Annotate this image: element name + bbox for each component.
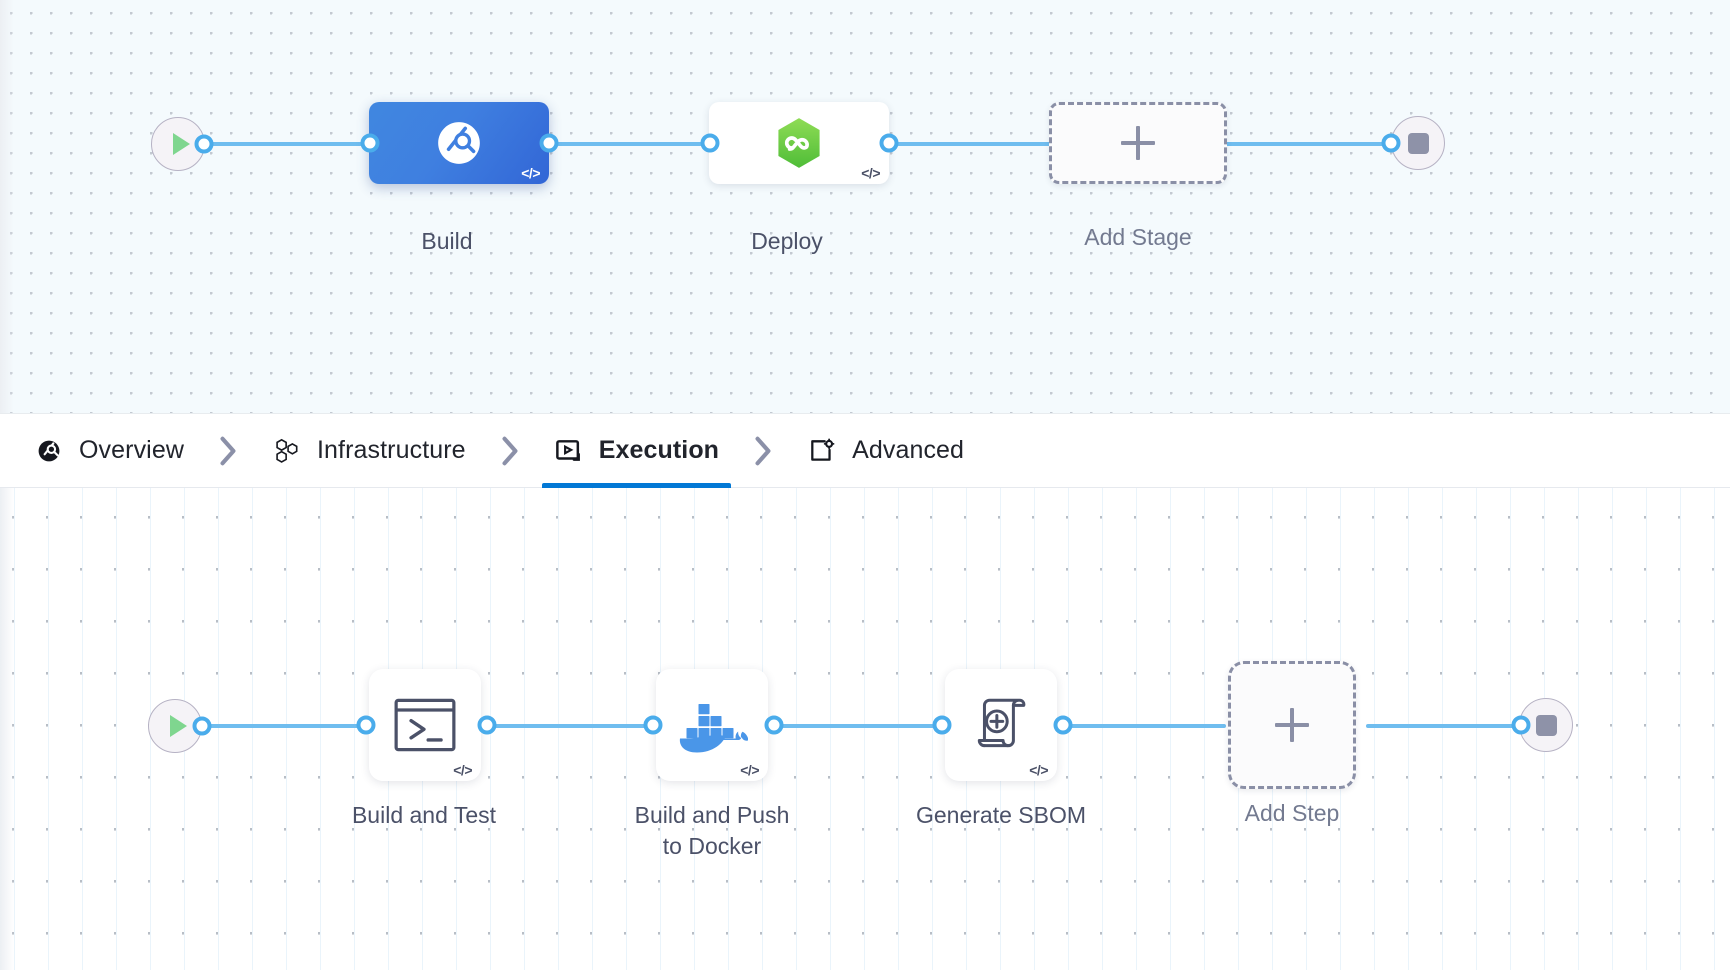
step-connector-3-add [1046, 724, 1226, 728]
step-graph-canvas[interactable]: </> Build and Test </> Bu [0, 488, 1730, 970]
stage-port-deploy-out[interactable] [879, 133, 899, 153]
chevron-right-icon [472, 436, 548, 466]
step-port-2-out[interactable] [764, 715, 784, 735]
stage-node-build[interactable]: </> [369, 102, 549, 184]
step-port-3-in[interactable] [932, 715, 952, 735]
step-node-build-and-test[interactable]: </> [369, 669, 481, 781]
step-connector-2-3 [762, 724, 947, 728]
docker-icon [679, 704, 748, 753]
advanced-icon [807, 436, 837, 466]
stage-node-build-label: Build [421, 228, 473, 254]
code-badge-icon: </> [861, 165, 880, 181]
step-node-build-and-test-label: Build and Test [351, 802, 497, 828]
infrastructure-icon [272, 436, 302, 466]
stage-port-end-in[interactable] [1381, 133, 1401, 153]
stage-config-tabs: Overview Infrastructure [0, 414, 1730, 488]
execution-icon [554, 436, 584, 466]
tab-infrastructure[interactable]: Infrastructure [266, 414, 472, 488]
stage-start-node[interactable] [151, 117, 205, 171]
tab-infrastructure-label: Infrastructure [317, 436, 466, 464]
stage-graph-canvas[interactable]: </> Build </> Deploy [0, 0, 1730, 414]
add-step-label: Add Step [1244, 800, 1340, 826]
step-port-1-in[interactable] [356, 715, 376, 735]
add-step-button[interactable] [1228, 661, 1356, 789]
play-icon [169, 715, 187, 737]
step-node-generate-sbom-label: Generate SBOM [915, 802, 1087, 828]
code-badge-icon: </> [1029, 762, 1048, 778]
tab-execution-label: Execution [598, 436, 720, 464]
add-stage-button[interactable] [1049, 102, 1227, 184]
harness-ci-icon [438, 122, 480, 164]
stage-connector-add-end [1215, 142, 1405, 146]
stage-connector-build-deploy [540, 142, 795, 146]
step-port-3-out[interactable] [1053, 715, 1073, 735]
step-connector-add-end [1366, 724, 1526, 728]
sbom-scroll-icon [977, 698, 1026, 748]
code-badge-icon: </> [740, 762, 759, 778]
step-connector-1-2 [478, 724, 663, 728]
stage-port-build-out[interactable] [539, 133, 559, 153]
step-start-node[interactable] [148, 699, 202, 753]
step-port-1-out[interactable] [477, 715, 497, 735]
tab-advanced[interactable]: Advanced [801, 414, 970, 488]
harness-cd-icon [778, 118, 820, 168]
stage-port-deploy-in[interactable] [700, 133, 720, 153]
step-port-2-in[interactable] [643, 715, 663, 735]
tab-overview-label: Overview [79, 436, 184, 464]
step-node-generate-sbom[interactable]: </> [945, 669, 1057, 781]
stage-port-build-in[interactable] [360, 133, 380, 153]
stage-node-deploy-label: Deploy [751, 228, 823, 254]
stage-node-deploy[interactable]: </> [709, 102, 889, 184]
tab-advanced-label: Advanced [852, 436, 965, 464]
overview-icon [34, 436, 64, 466]
tab-execution[interactable]: Execution [541, 414, 732, 488]
step-port-start-out[interactable] [192, 716, 212, 736]
step-port-end-in[interactable] [1511, 715, 1531, 735]
terminal-icon [394, 698, 456, 752]
plus-icon [1121, 126, 1155, 160]
stage-connector-deploy-add [870, 142, 1060, 146]
chevron-right-icon [725, 436, 801, 466]
step-node-build-push-docker-label: Build and Push to Docker [634, 802, 790, 859]
stage-connector-start-build [185, 142, 380, 146]
play-icon [172, 133, 190, 155]
step-node-build-push-docker[interactable]: </> [656, 669, 768, 781]
tab-overview[interactable]: Overview [28, 414, 190, 488]
code-badge-icon: </> [453, 762, 472, 778]
chevron-right-icon [190, 436, 266, 466]
stage-port-start-out[interactable] [194, 134, 214, 154]
add-stage-label: Add Stage [1084, 224, 1192, 250]
plus-icon [1275, 708, 1309, 742]
stop-icon [1535, 714, 1557, 736]
stop-icon [1407, 132, 1429, 154]
code-badge-icon: </> [521, 165, 540, 181]
step-connector-start-1 [182, 724, 372, 728]
